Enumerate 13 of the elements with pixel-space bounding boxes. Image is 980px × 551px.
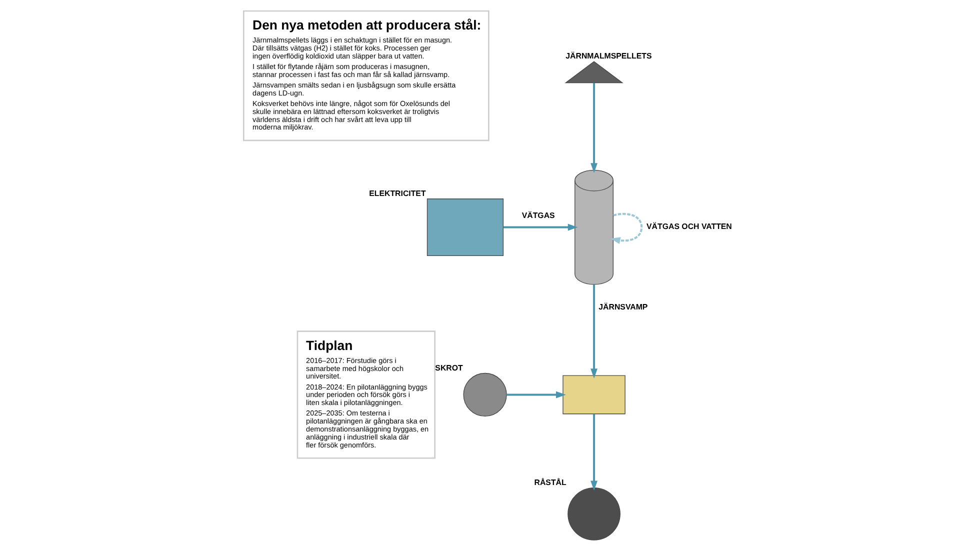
- arrow: [590, 82, 597, 174]
- node-circle: [567, 488, 620, 540]
- node-box: Tidplan 2016–2017: Förstudie görs i samarbete med högskolor och universitet. 2018–2024: En pilotanläggning byggs under perioden och försök görs i liten skala i pilotanläggningen. 2025–2035: Om testerna i pilotanläggningen är gångbara ska en demonstrationsanläggning byggas, en anläggning i industriell skala där fler försök genomförs.: [296, 330, 436, 459]
- arrow: [502, 224, 578, 231]
- arrow: [506, 391, 566, 398]
- arrow: [610, 212, 642, 244]
- node-box: [562, 375, 625, 414]
- node-circle: [462, 372, 506, 417]
- node-box: [426, 198, 504, 256]
- arrow: [590, 414, 597, 491]
- node-box: Den nya metoden att producera stål: Järnmalmspellets läggs i en schaktugn i stället för en masugn. Där tillsätts vätgas (H2) i stället för koks. Processen ger ingen överflödig koldioxid utan släpper bara ut vatten. I stället för flytande råjärn som produceras i masugnen, stannar processen i fast fas och man får så kallad järnsvamp. Järnsvampen smälts sedan i en ljusbågsugn som skulle ersätta dagens LD-ugn. Koksverket behövs inte längre, något som för Oxelösunds del skulle innebära en lättnad eftersom koksverket är troligtvis världens äldsta i drift och har svårt att leva upp till moderna miljökrav.: [242, 10, 489, 142]
- node-triangle: [564, 61, 623, 84]
- arrow: [590, 284, 597, 379]
